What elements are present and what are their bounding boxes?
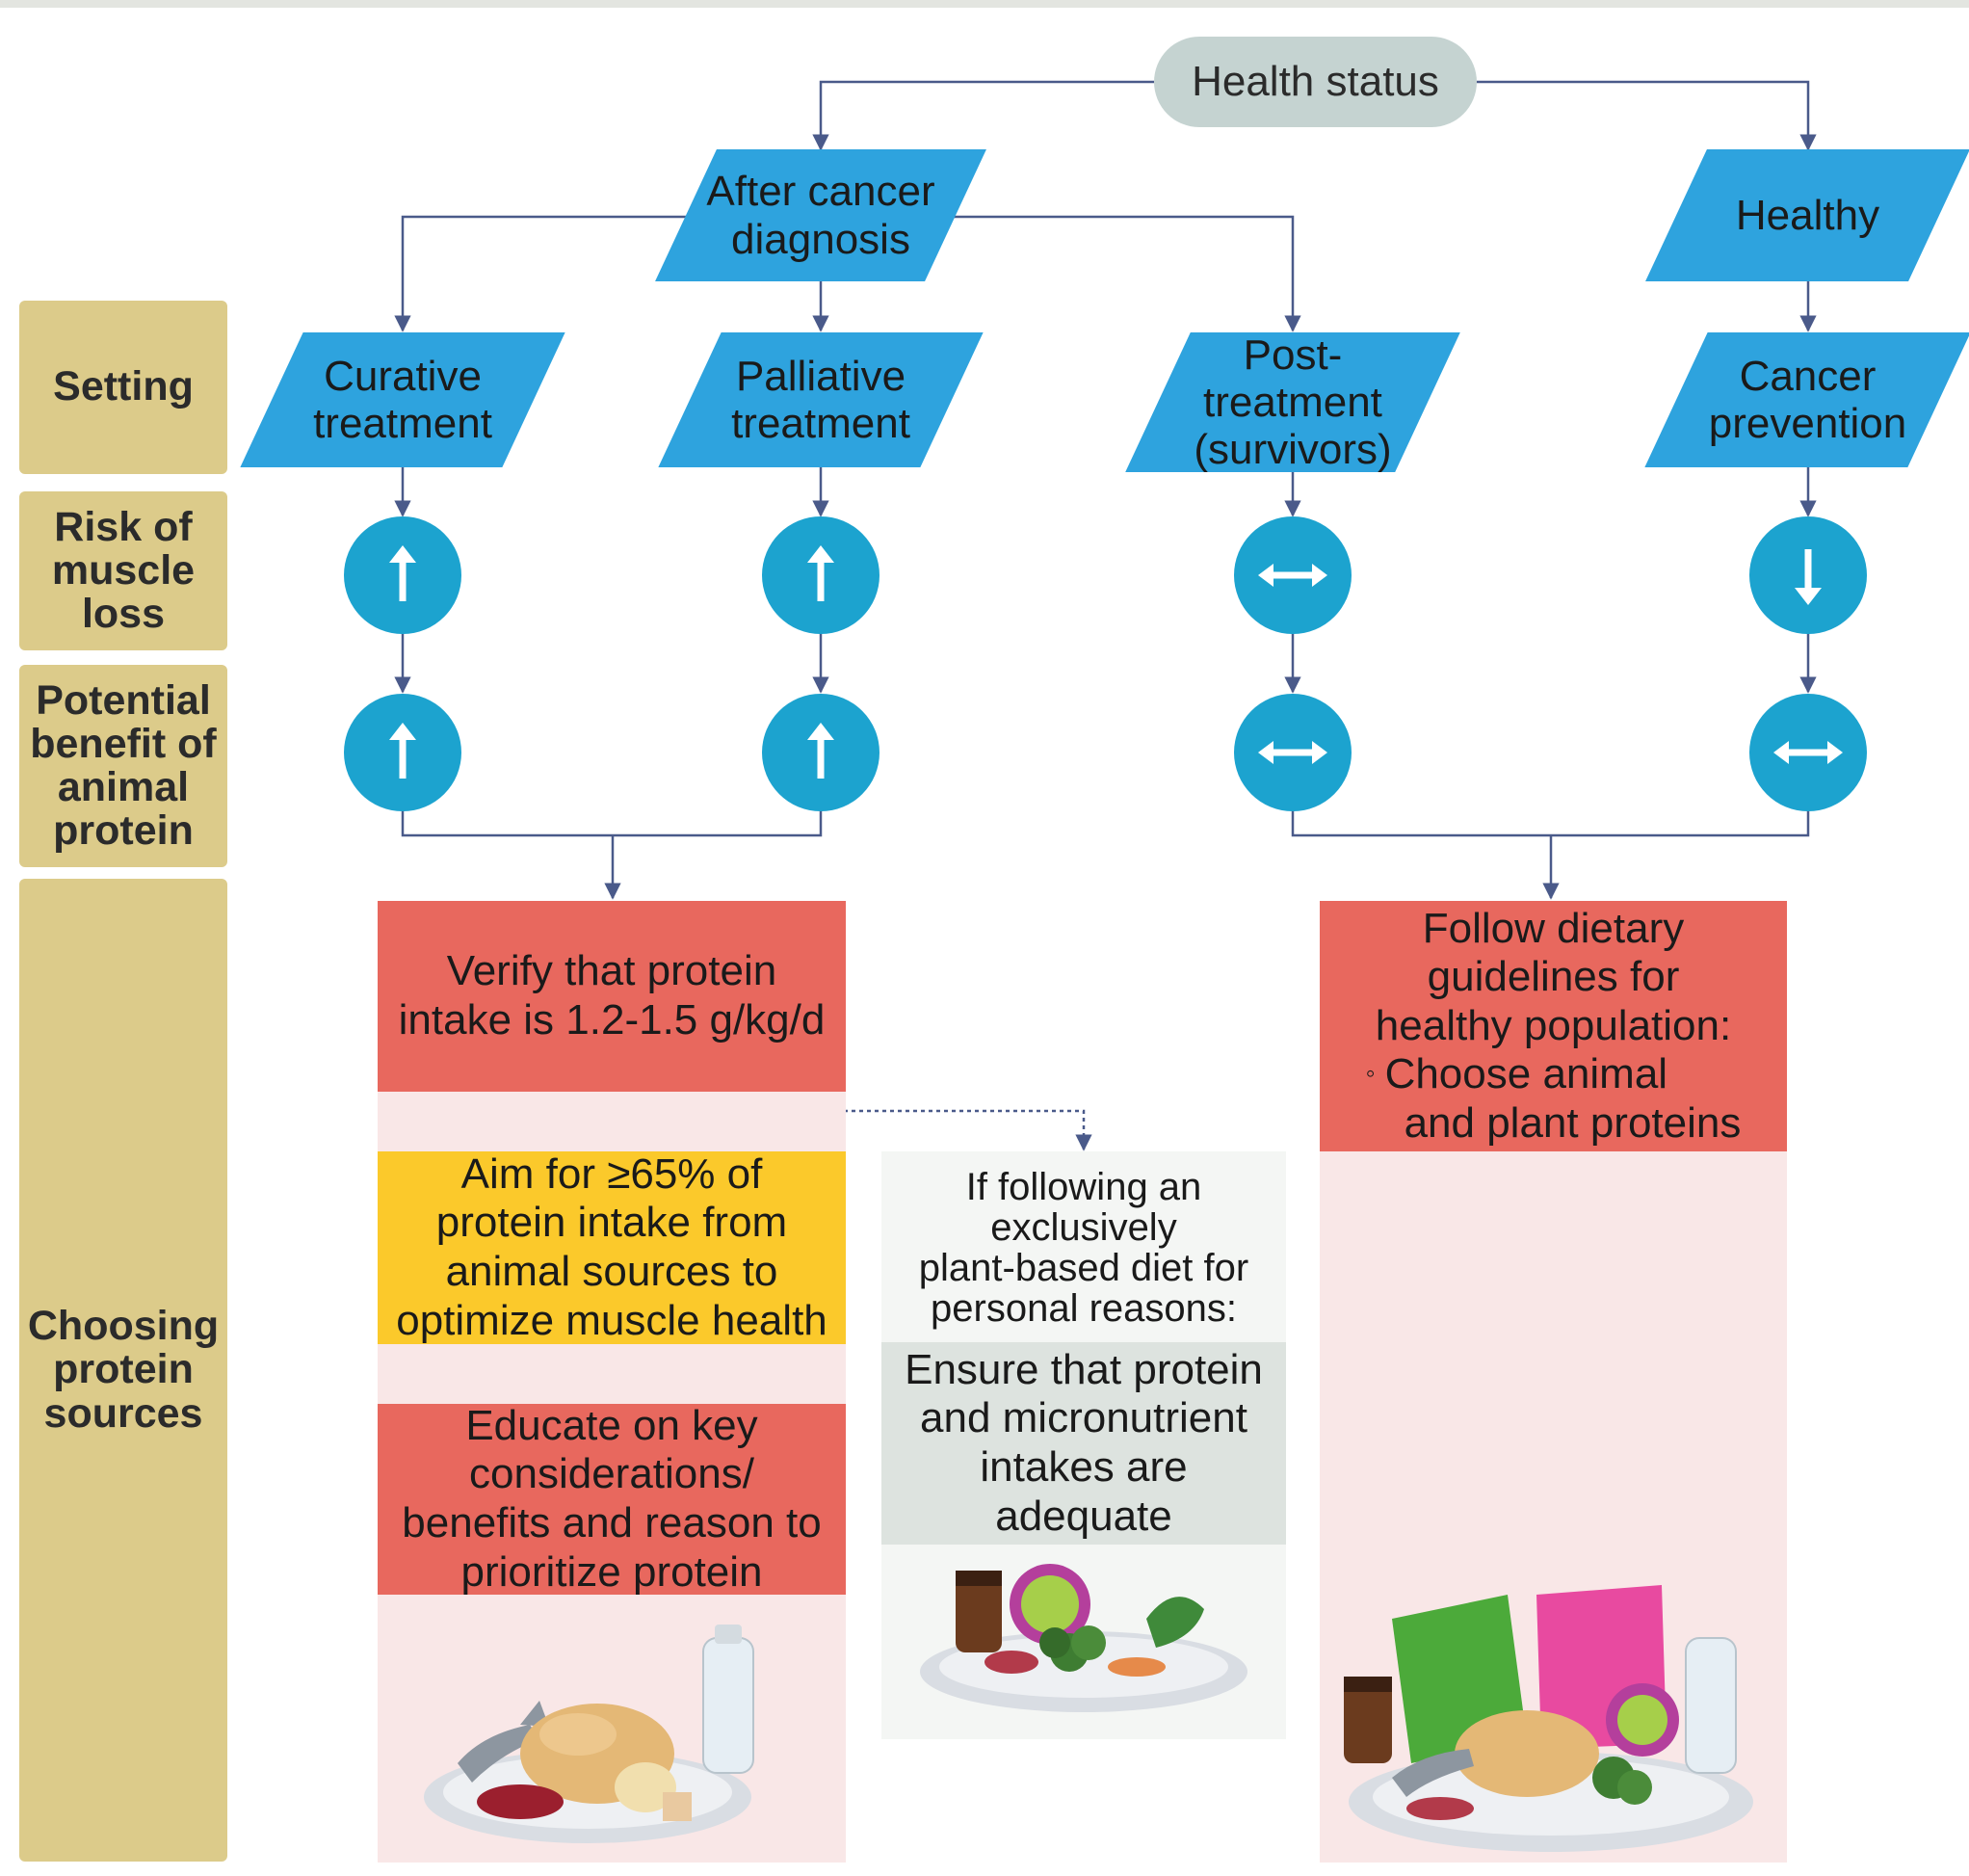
post-treatment-node: Post-treatment(survivors) [1125,331,1460,473]
risk-post-treatment-horizontal-arrow-icon [1234,516,1352,634]
aim-animal-sources-box: Aim for ≥65% of protein intake from anim… [378,1150,846,1344]
risk-prevention-down-arrow-icon [1749,516,1867,634]
verify-protein-intake-box: Verify that protein intake is 1.2-1.5 g/… [378,901,846,1092]
row-label-setting: Setting [19,301,227,474]
healthy-node: Healthy [1645,149,1969,281]
bullet-icon: ◦ [1365,1058,1376,1089]
healthy-population-food-illustration [1344,1585,1753,1852]
educate-considerations-box: Educate on key considerations/ benefits … [378,1402,846,1596]
plant-based-condition-text: If following an exclusively plant-based … [918,1166,1249,1330]
risk-palliative-up-arrow-icon [762,516,879,634]
animal-protein-food-illustration [424,1625,754,1843]
row-label-risk: Risk of muscle loss [19,491,227,650]
guideline-bullet: ◦ Choose animal and plant proteins [1365,1050,1742,1147]
benefit-post-treatment-horizontal-arrow-icon [1234,694,1352,811]
ensure-adequate-intake-box: Ensure that protein and micronutrient in… [881,1342,1286,1545]
benefit-curative-up-arrow-icon [344,694,461,811]
top-strip [0,0,1969,8]
plant-based-food-illustration [920,1564,1247,1712]
benefit-prevention-horizontal-arrow-icon [1749,694,1867,811]
follow-guidelines-box: Follow dietary guidelines for healthy po… [1320,901,1787,1151]
row-label-choosing: Choosing protein sources [19,879,227,1862]
row-label-benefit: Potential benefit of animal protein [19,665,227,867]
risk-curative-up-arrow-icon [344,516,461,634]
health-status-node: Health status [1154,37,1477,127]
benefit-palliative-up-arrow-icon [762,694,879,811]
